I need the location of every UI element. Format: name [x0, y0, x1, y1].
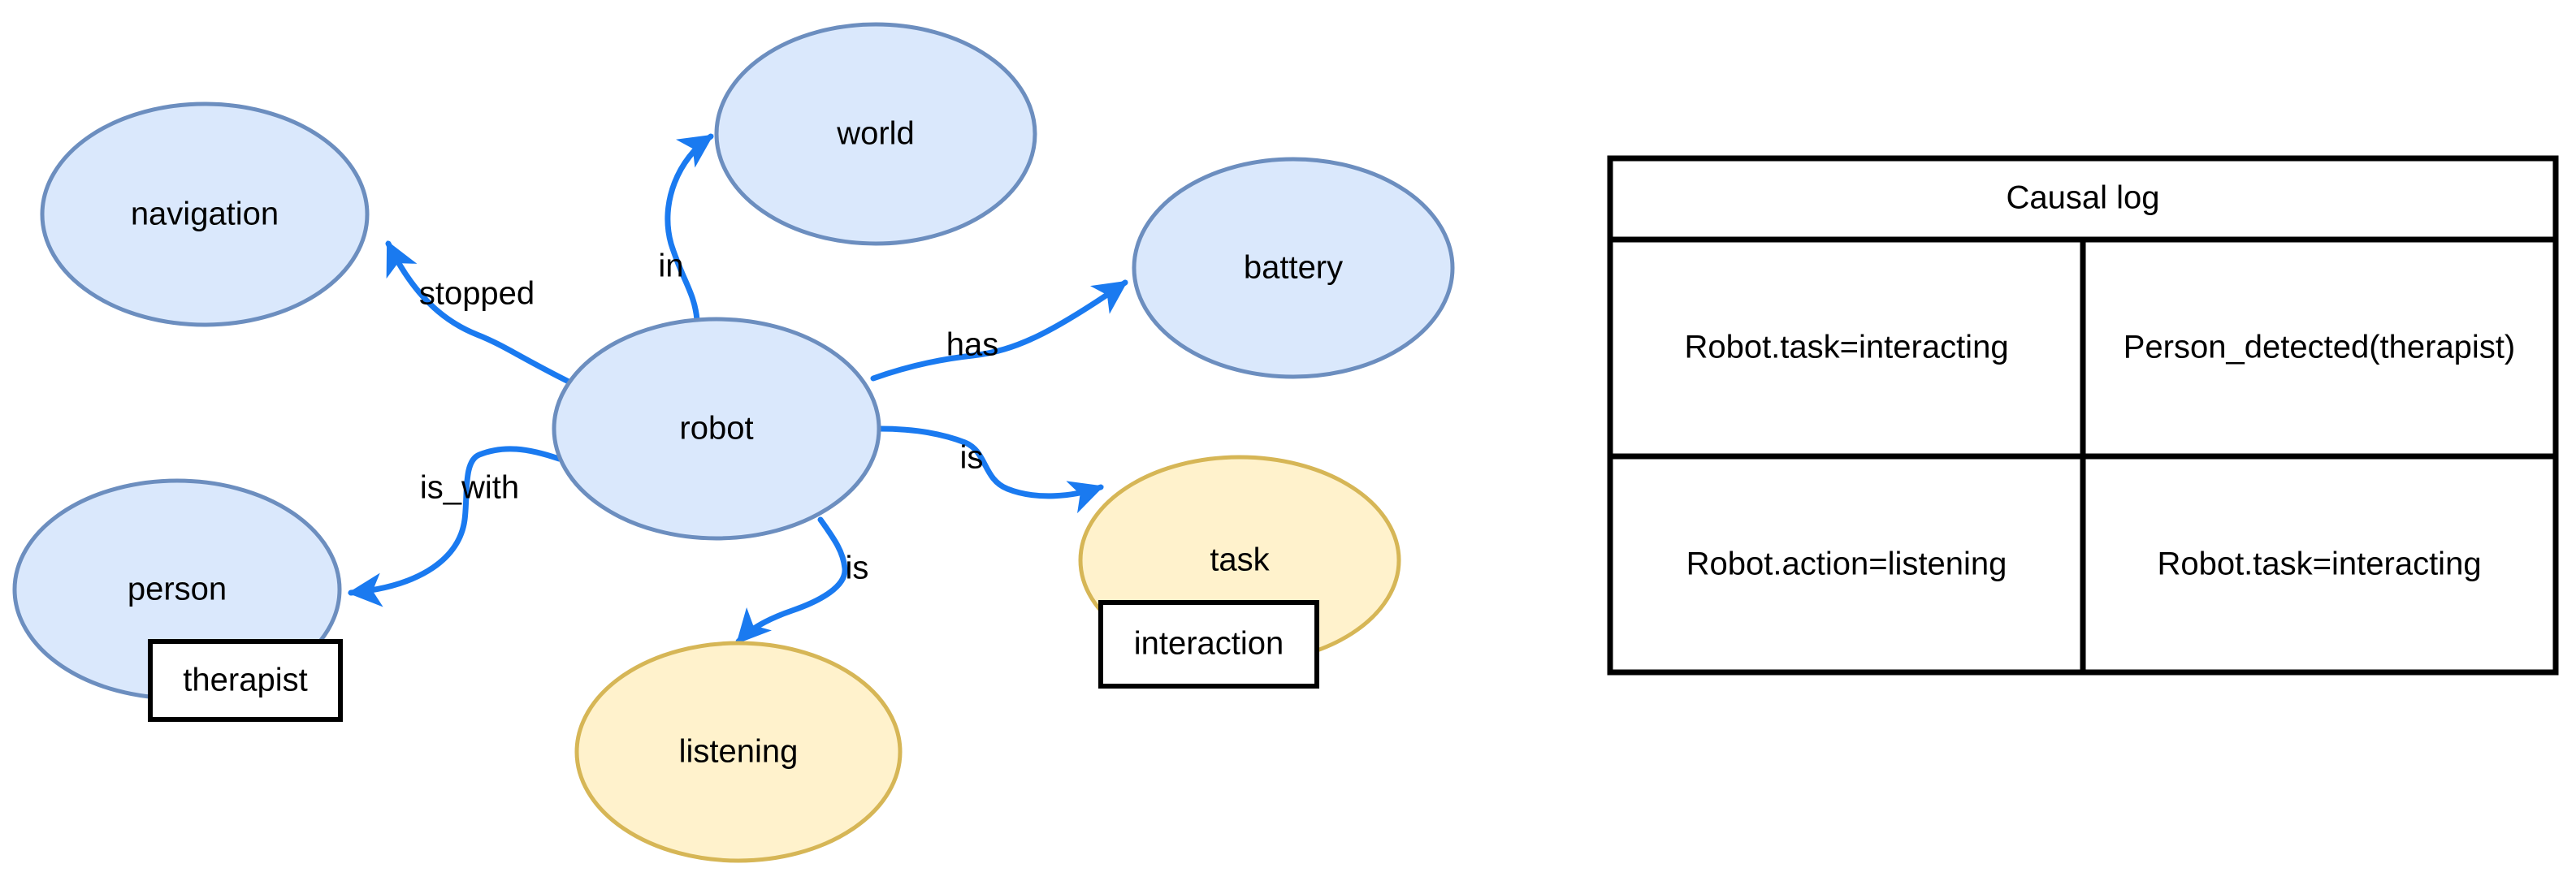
edge-label-stopped: stopped	[419, 276, 535, 312]
node-robot-label: robot	[679, 411, 753, 447]
node-navigation-ellipse[interactable]	[40, 101, 370, 327]
value-box-therapist[interactable]: therapist	[148, 639, 343, 722]
edge-robot-person	[347, 446, 562, 607]
node-person-label: person	[128, 572, 227, 607]
edge-robot-listening	[735, 516, 848, 645]
node-world-label: world	[836, 116, 915, 152]
edge-label-in: in	[658, 248, 683, 284]
table-cell-r0c1: Person_detected(therapist)	[2124, 330, 2516, 365]
edge-label-is-listening: is	[846, 551, 869, 586]
value-box-therapist-label: therapist	[183, 663, 307, 698]
edge-label-is-with: is_with	[420, 470, 519, 506]
value-boxes-layer: therapist interaction	[148, 600, 1319, 722]
nodes-layer: navigation world battery robot person ta	[12, 22, 1455, 863]
edge-label-has: has	[946, 327, 999, 363]
node-listening[interactable]: listening	[574, 641, 903, 863]
edge-robot-world	[665, 133, 714, 323]
node-listening-ellipse[interactable]	[574, 641, 903, 863]
node-world-ellipse[interactable]	[714, 22, 1037, 246]
node-navigation-label: navigation	[131, 196, 279, 232]
causal-log-table[interactable]: Causal log Robot.task=interacting Person…	[1607, 155, 2559, 676]
edge-robot-battery	[870, 279, 1128, 382]
edge-robot-navigation	[385, 240, 572, 385]
node-listening-label: listening	[679, 734, 799, 770]
node-world[interactable]: world	[714, 22, 1037, 246]
node-robot-ellipse[interactable]	[552, 317, 881, 541]
node-battery[interactable]: battery	[1132, 157, 1455, 379]
value-box-interaction[interactable]: interaction	[1098, 600, 1319, 689]
value-box-interaction-rect[interactable]	[1098, 600, 1319, 689]
node-task-label: task	[1210, 542, 1270, 578]
value-box-therapist-rect[interactable]	[148, 639, 343, 722]
table-cell-r1c0: Robot.action=listening	[1686, 546, 2007, 582]
table-title: Causal log	[2006, 180, 2159, 216]
edge-labels-layer: stopped in has is_with is is	[419, 248, 998, 586]
edge-robot-task	[876, 425, 1104, 514]
edge-label-is-task: is	[960, 440, 984, 476]
node-battery-ellipse[interactable]	[1132, 157, 1455, 379]
node-battery-label: battery	[1244, 250, 1343, 286]
edges-layer	[347, 133, 1128, 645]
table-cell-r1c1: Robot.task=interacting	[2157, 546, 2481, 582]
node-robot[interactable]: robot	[552, 317, 881, 541]
table-cell-r0c0: Robot.task=interacting	[1684, 330, 2008, 365]
value-box-interaction-label: interaction	[1134, 626, 1284, 662]
node-navigation[interactable]: navigation	[40, 101, 370, 327]
